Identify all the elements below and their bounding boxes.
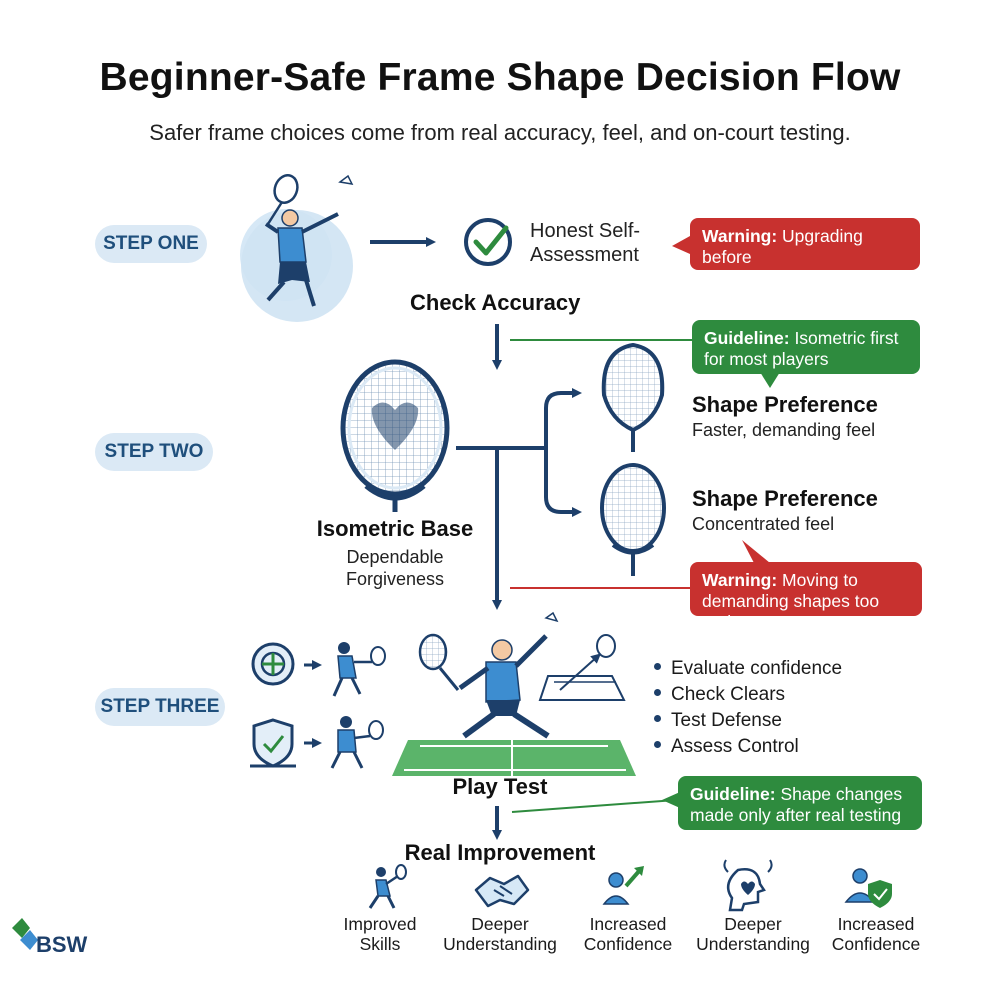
check-icon xyxy=(464,218,512,266)
bsw-logo-text: BSW xyxy=(36,932,88,957)
isometric-sub-line-2: Forgiveness xyxy=(345,569,445,589)
self-assessment-label: Honest Self- Assessment xyxy=(530,219,670,267)
outcome-item: Deeper Understanding xyxy=(688,914,818,954)
warning-callout-1: Warning: Upgrading before timing is cons… xyxy=(690,218,920,288)
warning-1-line-2: timing is consistent xyxy=(702,268,850,288)
warning-1-label: Warning: xyxy=(702,226,778,246)
player-small-icon-2 xyxy=(330,716,384,769)
oval-racket-icon xyxy=(600,463,666,576)
checklist-item-text: Evaluate confidence xyxy=(671,658,843,679)
outcome-line-1: Deeper xyxy=(471,914,529,934)
bullet-icon xyxy=(654,715,661,723)
isometric-racket-icon xyxy=(340,359,450,512)
outcome-line-1: Increased xyxy=(837,914,915,934)
branch-connectors xyxy=(456,388,582,517)
shape-preference-a-subtitle: Faster, demanding feel xyxy=(692,420,876,440)
play-test-player xyxy=(418,611,616,739)
shape-preference-b-subtitle: Concentrated feel xyxy=(692,514,835,534)
shape-preference-a-title: Shape Preference xyxy=(692,392,878,417)
self-assessment-line-1: Honest Self- xyxy=(530,220,641,242)
outcome-item: Increased Confidence xyxy=(811,914,941,954)
checklist-item: Evaluate confidence xyxy=(654,656,894,682)
bullet-icon xyxy=(654,663,661,671)
checklist-item: Test Defense xyxy=(654,708,894,734)
bsw-logo xyxy=(12,918,38,950)
outcome-line-2: Understanding xyxy=(443,934,557,954)
shape-preference-b-title: Shape Preference xyxy=(692,486,878,511)
play-test-checklist: Evaluate confidence Check Clears Test De… xyxy=(654,656,894,760)
bullet-icon xyxy=(654,689,661,697)
step-one-label: STEP ONE xyxy=(95,225,207,263)
target-icon xyxy=(251,642,295,686)
court-illustration xyxy=(392,675,636,776)
page-subtitle: Safer frame choices come from real accur… xyxy=(149,120,851,145)
outcome-line-2: Skills xyxy=(359,934,401,954)
outcome-item: Deeper Understanding xyxy=(435,914,565,954)
checklist-item-text: Check Clears xyxy=(671,684,786,705)
guideline-2-line-1: Shape changes xyxy=(780,784,903,804)
shield-person-icon xyxy=(844,868,892,908)
isometric-sub-line-1: Dependable xyxy=(346,547,444,567)
isometric-base-subtitle: Dependable Forgiveness xyxy=(300,546,490,590)
guideline-2-label: Guideline: xyxy=(690,784,776,804)
guideline-1-label: Guideline: xyxy=(704,328,790,348)
outcome-line-1: Improved xyxy=(343,914,417,934)
guideline-1-line-2: for most players xyxy=(704,349,829,369)
checklist-item-text: Test Defense xyxy=(671,710,782,731)
check-accuracy-label: Check Accuracy xyxy=(410,290,581,315)
warning-2-line-1: Moving to xyxy=(782,570,858,590)
shield-icon xyxy=(250,718,296,768)
outcome-line-2: Confidence xyxy=(831,934,921,954)
guideline-callout-2: Guideline: Shape changes made only after… xyxy=(678,776,922,830)
warning-callout-2: Warning: Moving to demanding shapes too … xyxy=(690,562,922,632)
bullet-icon xyxy=(654,741,661,749)
real-improvement-label: Real Improvement xyxy=(404,840,596,865)
step-two-label: STEP TWO xyxy=(95,433,213,471)
outcome-line-1: Increased xyxy=(589,914,667,934)
handshake-icon xyxy=(474,874,530,908)
player-small-icon-1 xyxy=(332,642,386,697)
warning-2-line-2: demanding shapes too early xyxy=(702,591,880,632)
guideline-callout-1: Guideline: Isometric first for most play… xyxy=(692,320,920,374)
page-title: Beginner-Safe Frame Shape Decision Flow xyxy=(99,56,901,99)
checklist-item: Assess Control xyxy=(654,734,894,760)
player-icon xyxy=(368,864,407,909)
player-illustration xyxy=(240,174,354,322)
guideline-2-line-2: made only after real testing xyxy=(690,805,902,825)
growth-icon xyxy=(602,866,644,905)
warning-2-label: Warning: xyxy=(702,570,778,590)
checklist-item: Check Clears xyxy=(654,682,894,708)
outcome-item: Increased Confidence xyxy=(563,914,693,954)
self-assessment-line-2: Assessment xyxy=(530,244,639,266)
outcome-line-2: Confidence xyxy=(583,934,673,954)
outcome-line-1: Deeper xyxy=(724,914,782,934)
head-heavy-racket-icon xyxy=(601,342,665,452)
guideline-2-connector xyxy=(511,799,677,813)
warning-1-line-1: Upgrading before xyxy=(702,226,863,267)
play-test-label: Play Test xyxy=(452,774,548,799)
outcome-line-2: Understanding xyxy=(696,934,810,954)
outcome-item: Improved Skills xyxy=(315,914,445,954)
isometric-base-title: Isometric Base xyxy=(316,516,474,541)
guideline-1-line-1: Isometric first xyxy=(794,328,899,348)
head-heart-icon xyxy=(723,859,773,912)
checklist-item-text: Assess Control xyxy=(671,736,799,757)
step-three-label: STEP THREE xyxy=(95,688,225,726)
